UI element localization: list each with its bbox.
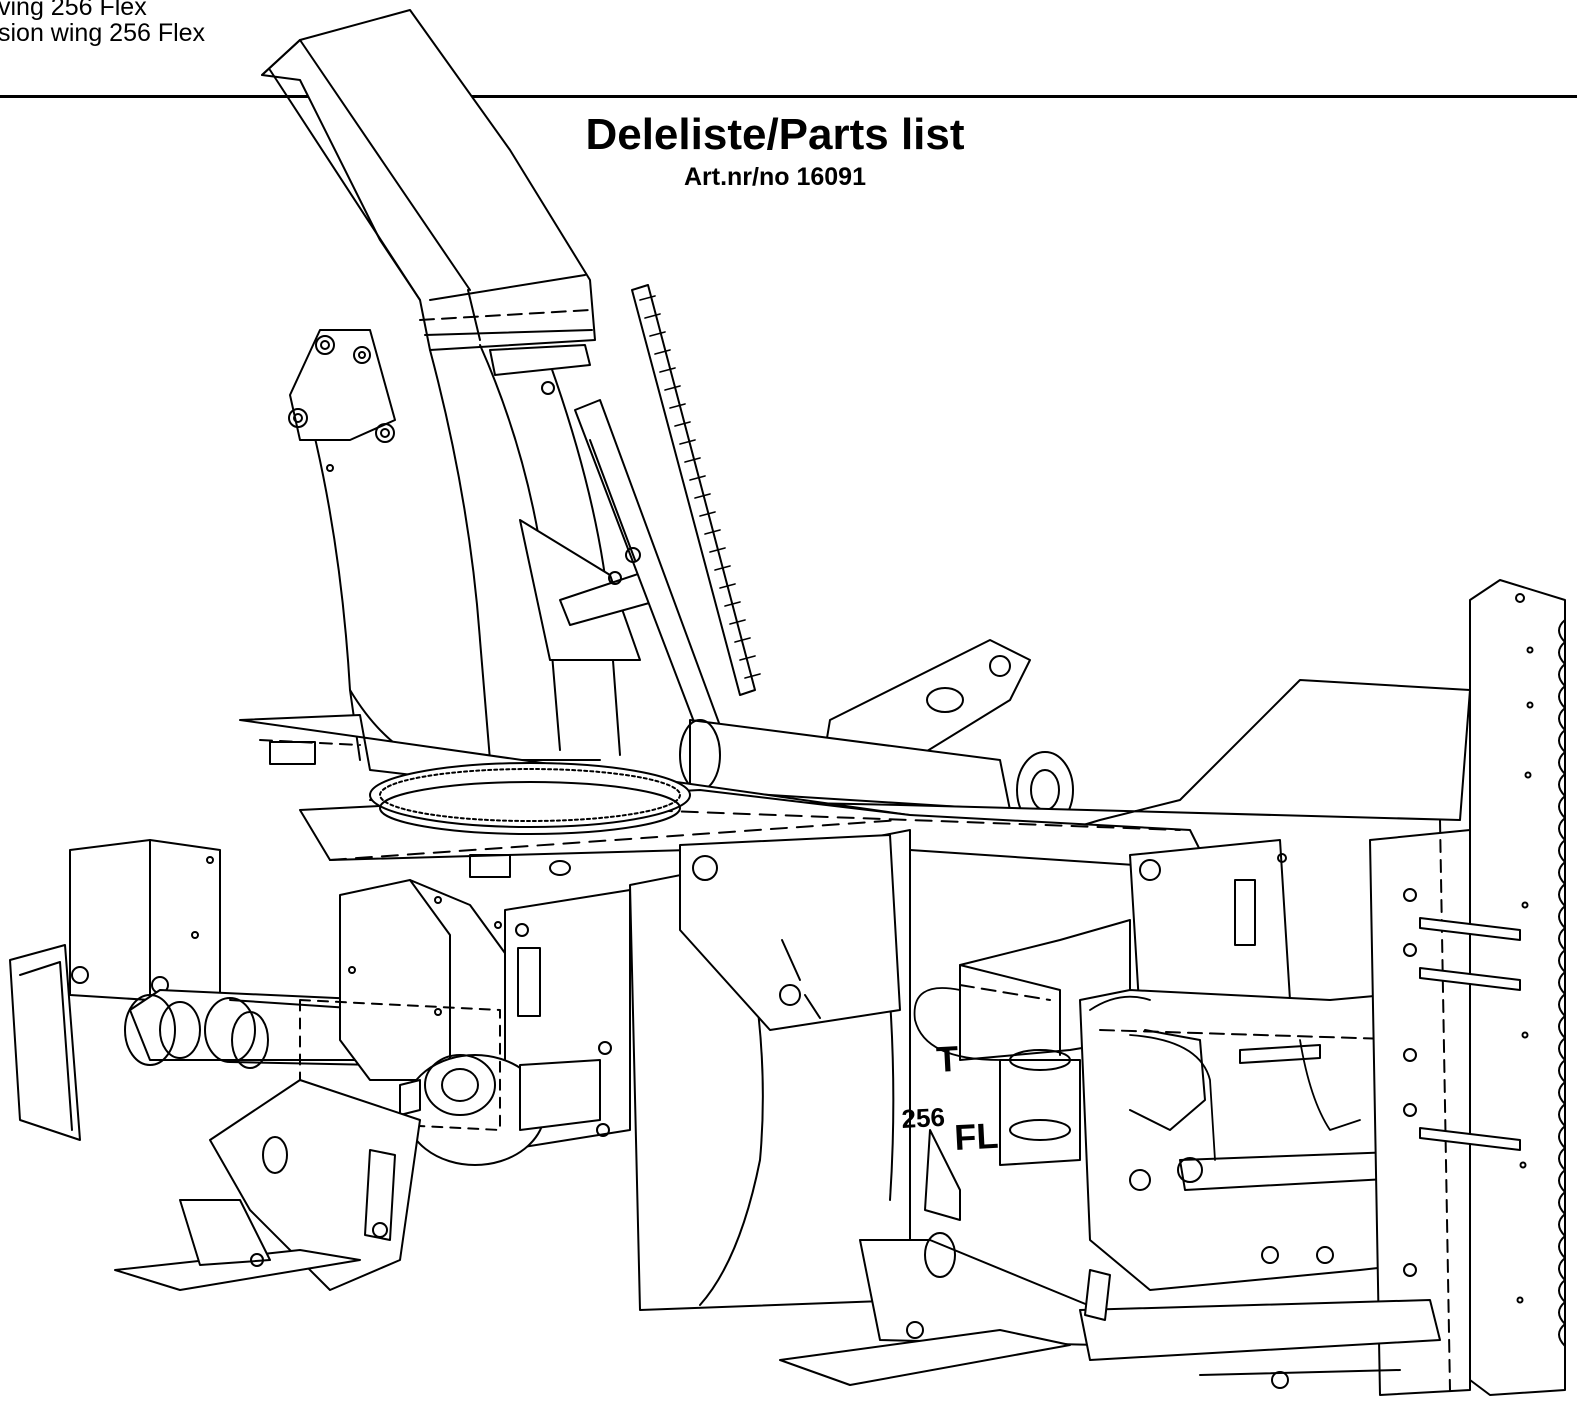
header-line-1: ving 256 Flex <box>0 0 147 21</box>
header-line-2: sion wing 256 Flex <box>0 19 206 47</box>
decal: T 256 FL <box>901 1038 1000 1158</box>
left-drive-guard <box>9 839 381 1141</box>
page-title: Deleliste/Parts list <box>585 110 965 159</box>
side-wing-plate <box>1239 579 1566 1396</box>
article-number: Art.nr/no 16091 <box>683 163 866 191</box>
decal-brand: T <box>935 1038 959 1080</box>
hydraulic-hoses <box>913 987 1361 1161</box>
toothed-adjustment-rod <box>631 284 761 696</box>
header-text: ving 256 Flex sion wing 256 Flex <box>0 0 205 46</box>
decal-flex: FL <box>953 1115 999 1158</box>
right-housing <box>959 839 1461 1291</box>
impeller-drum <box>299 829 911 1311</box>
main-housing <box>239 679 1471 878</box>
discharge-chute <box>261 9 661 761</box>
left-skid-assembly <box>114 1079 421 1291</box>
decal-model: 256 <box>901 1102 946 1134</box>
right-skid-assembly <box>779 1129 1441 1389</box>
header-divider <box>0 95 1577 98</box>
